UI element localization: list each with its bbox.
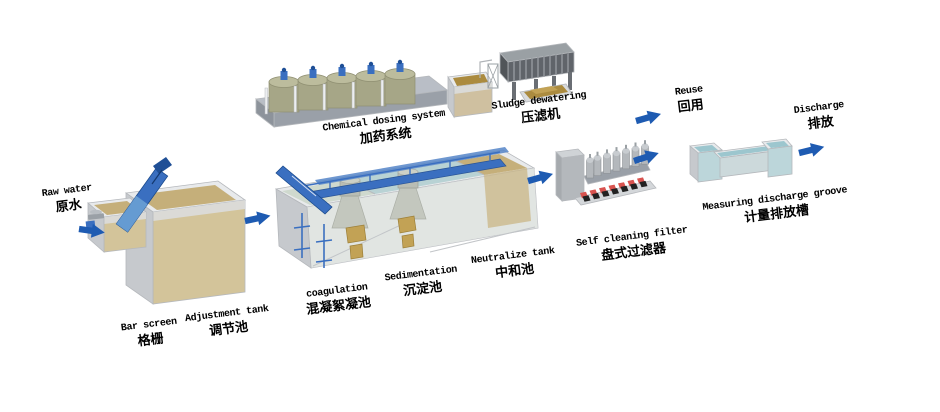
self-cleaning-filter-graphic — [555, 140, 657, 206]
bar-screen-graphic — [115, 157, 172, 233]
label-reuse: Reuse 回用 — [666, 83, 713, 117]
adjustment-tank-water-surface — [136, 185, 236, 210]
treatment-tank-graphic — [274, 147, 539, 269]
sludge-dewatering-graphic — [447, 42, 575, 119]
hopper-block-1 — [345, 224, 367, 244]
adjustment-tank-graphic — [85, 157, 247, 305]
filter-discs — [574, 177, 657, 206]
dosing-tank-5 — [380, 59, 416, 107]
chemical-dosing-graphic — [255, 59, 448, 128]
measuring-groove-graphic — [689, 138, 793, 183]
hopper-block-2 — [397, 215, 417, 234]
arrow-to-discharge — [797, 139, 826, 160]
coagulation-mixers — [275, 165, 333, 268]
arrow-to-treatment-tank — [243, 208, 272, 228]
walkway-bridge — [302, 147, 509, 201]
arrow-to-reuse — [634, 107, 663, 128]
bar-screen-motor — [153, 157, 172, 174]
filter-press — [499, 42, 575, 103]
neutralize-front-wall — [484, 168, 531, 228]
dosing-tank-4 — [351, 61, 387, 109]
